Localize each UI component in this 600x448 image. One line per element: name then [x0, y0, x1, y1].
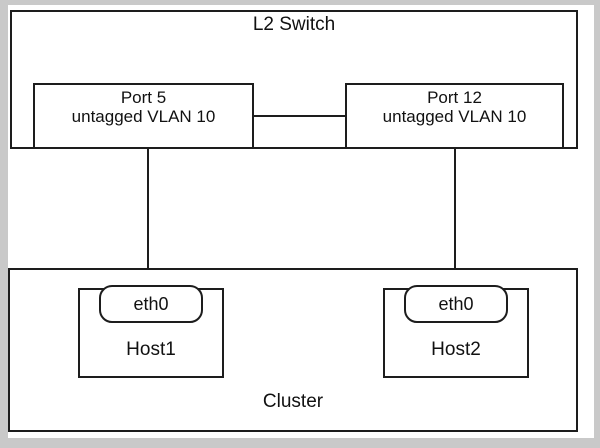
port-interconnect-line [253, 115, 346, 117]
link-port12-to-host2 [454, 148, 456, 288]
host1-eth0-interface: eth0 [99, 285, 203, 323]
host2-eth0-interface: eth0 [404, 285, 508, 323]
port-12-label-group: Port 12 untagged VLAN 10 [345, 88, 564, 126]
host1-label: Host1 [126, 339, 176, 360]
l2-switch-title: L2 Switch [252, 14, 336, 35]
port-12-name: Port 12 [427, 88, 482, 107]
port-5-box [33, 83, 254, 149]
port-5-label-group: Port 5 untagged VLAN 10 [33, 88, 254, 126]
port-5-name: Port 5 [120, 88, 167, 107]
host2-label: Host2 [431, 339, 481, 360]
port-5-vlan: untagged VLAN 10 [71, 107, 216, 127]
port-12-vlan: untagged VLAN 10 [382, 107, 527, 127]
cluster-label: Cluster [262, 391, 324, 412]
link-port5-to-host1 [147, 148, 149, 288]
